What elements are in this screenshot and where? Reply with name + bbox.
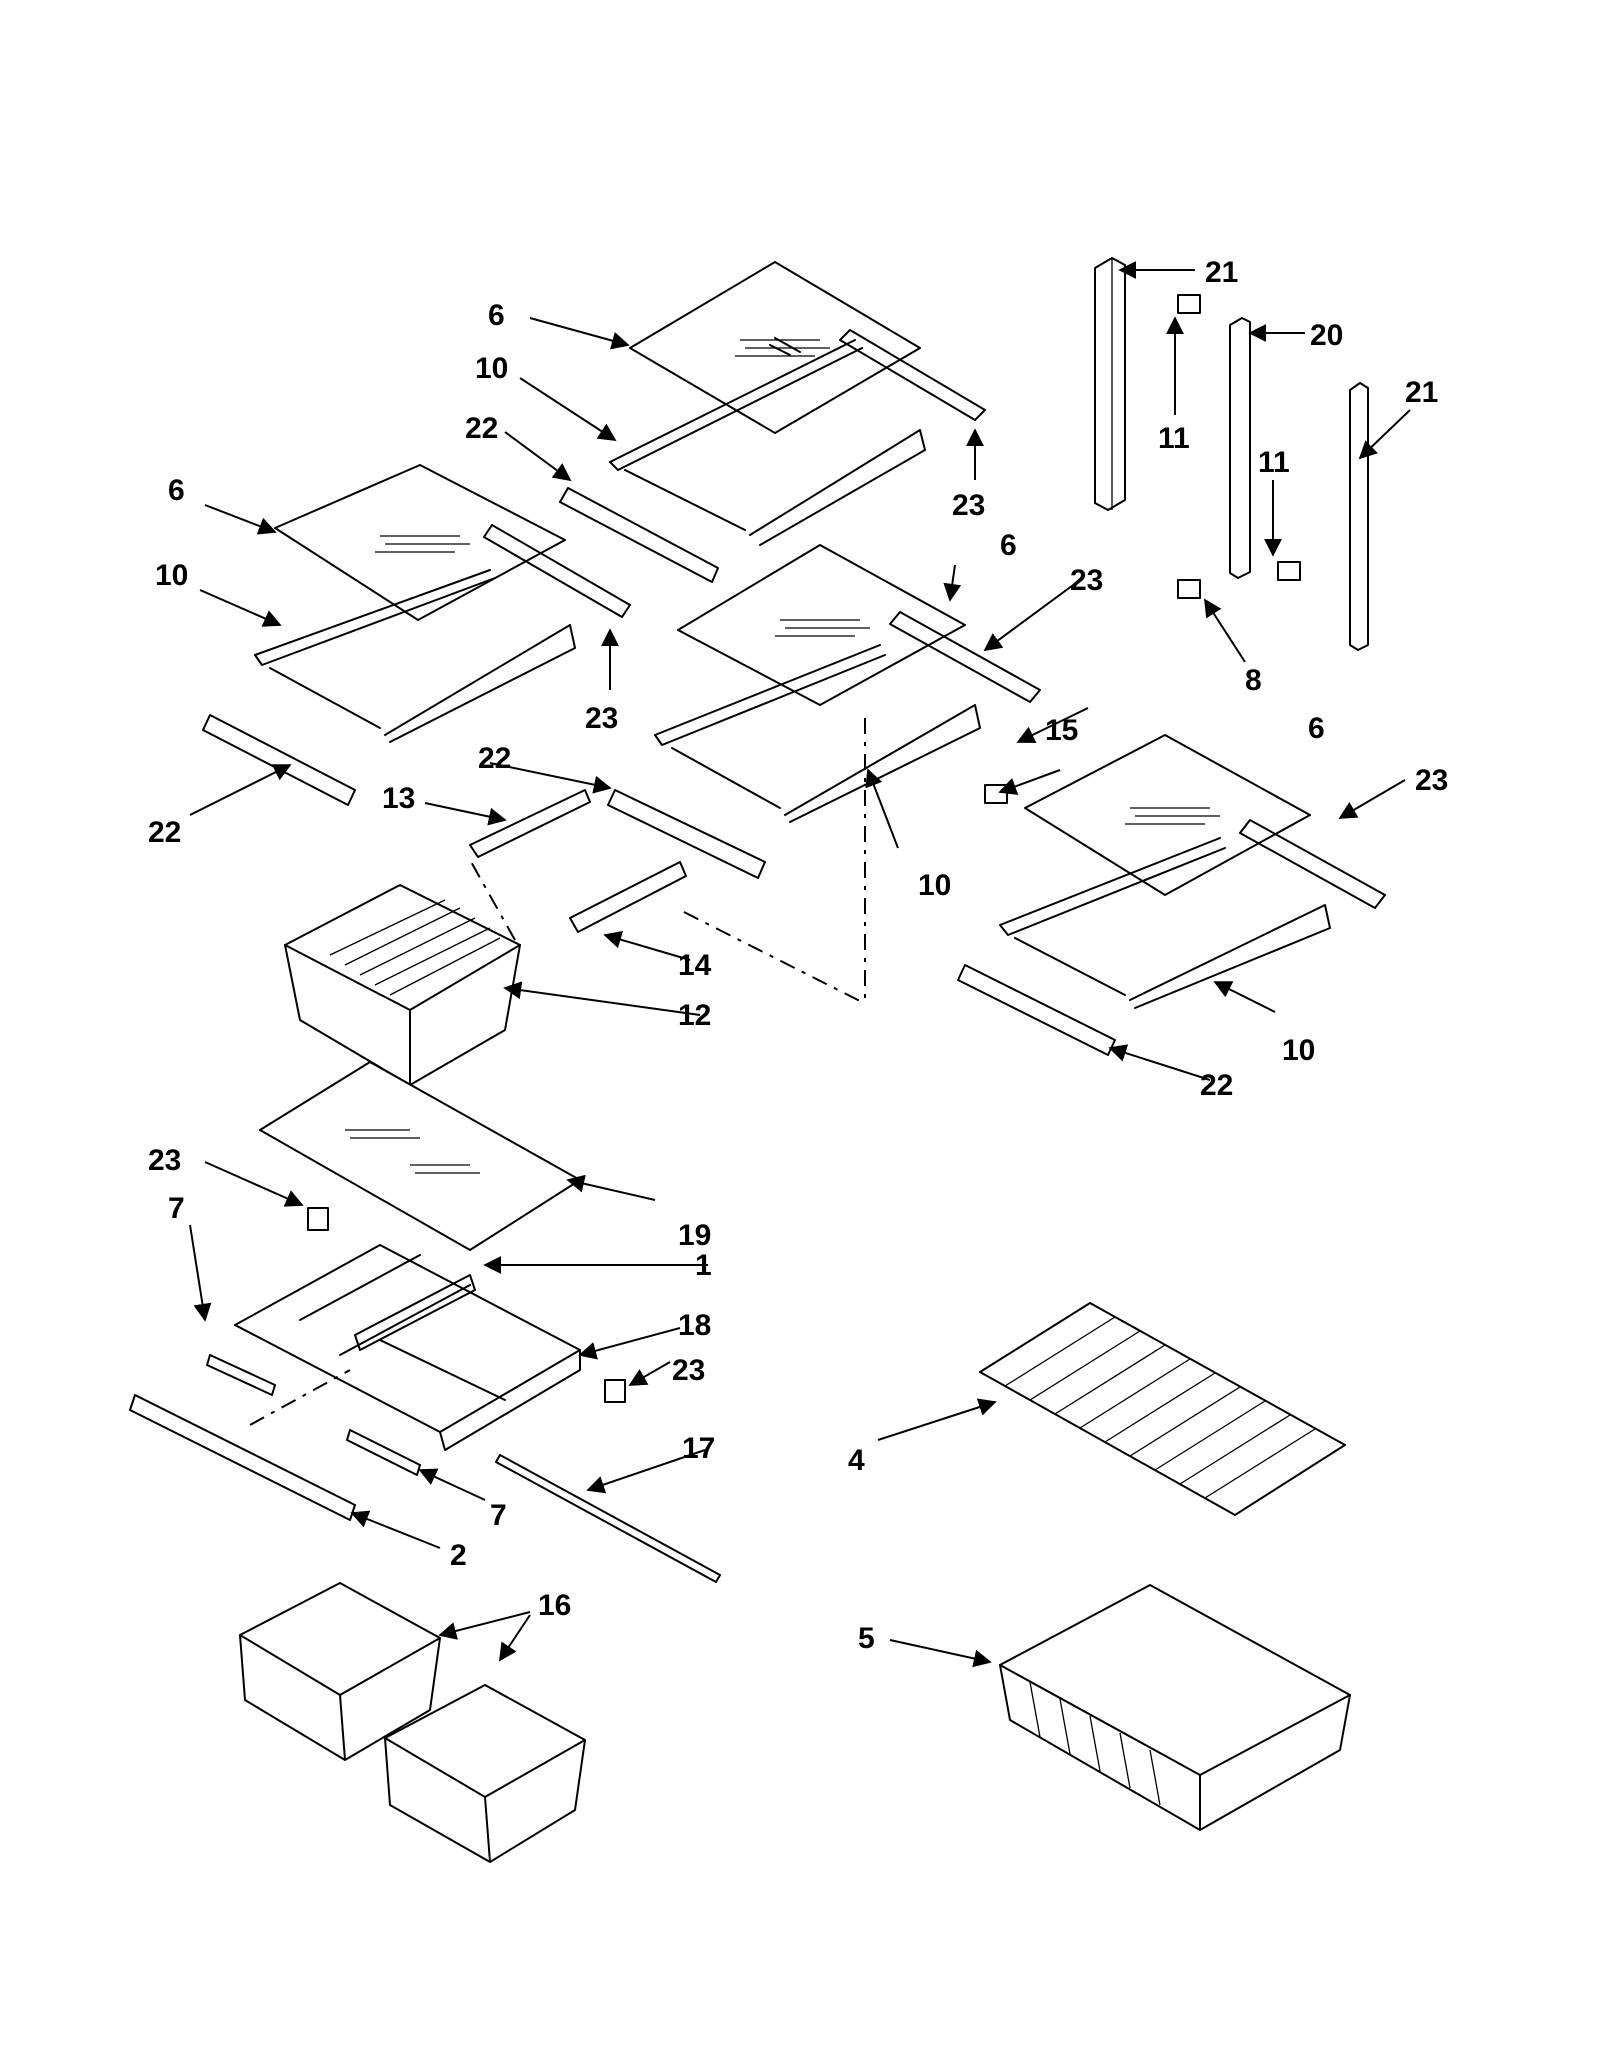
callout-16: 16 (538, 1589, 571, 1622)
meat-pan-slide-right (569, 861, 687, 933)
callout-23-left: 23 (585, 702, 618, 735)
crisper-clips (307, 1207, 626, 1403)
callout-2: 2 (450, 1539, 467, 1572)
shelf-trim-front-top (559, 487, 719, 583)
callout-13: 13 (382, 782, 415, 815)
callout-18: 18 (678, 1309, 711, 1342)
glass-shelf-right (1024, 734, 1311, 896)
shelf-ladder-center (1229, 317, 1251, 579)
shelf-trim-front-middle (607, 789, 766, 879)
callout-labels: 6 10 22 23 6 10 23 22 22 13 14 12 6 23 1… (148, 256, 1448, 1655)
callout-15: 15 (1045, 714, 1078, 747)
callout-4: 4 (848, 1444, 865, 1477)
shelf-trim-rear-middle (889, 611, 1041, 703)
shelf-frame-right (999, 837, 1331, 1009)
shelf-ladder-left (1094, 257, 1126, 511)
shelf-trim-rear-top (839, 329, 986, 421)
callout-8-right: 7 (490, 1499, 507, 1532)
callout-14: 14 (678, 949, 712, 982)
shelf-trim-front-right (957, 964, 1116, 1056)
callout-10-top: 10 (475, 352, 508, 385)
crisper-slides (206, 1354, 421, 1476)
callout-22-right: 22 (1200, 1069, 1233, 1102)
callout-22-left: 22 (148, 816, 181, 849)
shelf-frame-top (609, 337, 926, 546)
callout-23-right: 23 (1415, 764, 1448, 797)
callout-22-middle: 22 (478, 742, 511, 775)
callout-1: 1 (695, 1249, 712, 1282)
callout-10-right: 10 (1282, 1034, 1315, 1067)
shelf-frame-middle (654, 644, 981, 823)
callout-12: 12 (678, 999, 711, 1032)
glass-shelf-middle (677, 544, 966, 706)
callout-11-left: 11 (1158, 422, 1190, 455)
crisper-cover-trim (129, 1394, 356, 1521)
callout-10-left: 10 (155, 559, 188, 592)
callout-23-crisper-right: 23 (672, 1354, 705, 1387)
shelf-trim-rear-left (483, 524, 631, 618)
shelf-trim-front-left (202, 714, 356, 806)
shelf-ladder-right (1349, 382, 1369, 651)
meat-pan-slide-left (469, 789, 591, 858)
shelf-trim-rear-right (1239, 819, 1386, 909)
crisper-cover-support (354, 1274, 476, 1351)
callout-6-right: 6 (1308, 712, 1325, 745)
callout-5: 5 (858, 1622, 875, 1655)
callout-7: 8 (1245, 664, 1262, 697)
callout-6-left: 6 (168, 474, 185, 507)
meat-pan (284, 884, 521, 1086)
callout-23-middle: 23 (1070, 564, 1103, 597)
callout-10-middle: 10 (918, 869, 951, 902)
glass-shelf-left (274, 464, 566, 621)
callout-21-right: 21 (1405, 376, 1438, 409)
crisper-frame (234, 1244, 581, 1451)
callout-8-left: 7 (168, 1192, 185, 1225)
callout-20: 20 (1310, 319, 1343, 352)
wire-shelf (979, 1302, 1346, 1516)
callout-23-top: 23 (952, 489, 985, 522)
callout-17: 17 (682, 1432, 715, 1465)
crisper-drawer-left (239, 1582, 441, 1761)
callout-6-top: 6 (488, 299, 505, 332)
callout-11-right: 11 (1258, 446, 1290, 479)
callout-21-top: 21 (1205, 256, 1238, 289)
callout-22-top: 22 (465, 412, 498, 445)
callout-6-middle: 6 (1000, 529, 1017, 562)
crisper-rod (495, 1454, 721, 1583)
callout-23-crisper-left: 23 (148, 1144, 181, 1177)
shelf-frame-left (254, 569, 576, 743)
wire-basket (999, 1584, 1351, 1831)
callout-19: 19 (678, 1219, 711, 1252)
screws (984, 294, 1301, 804)
leader-lines (189, 261, 1411, 1668)
crisper-drawer-right (384, 1684, 586, 1863)
